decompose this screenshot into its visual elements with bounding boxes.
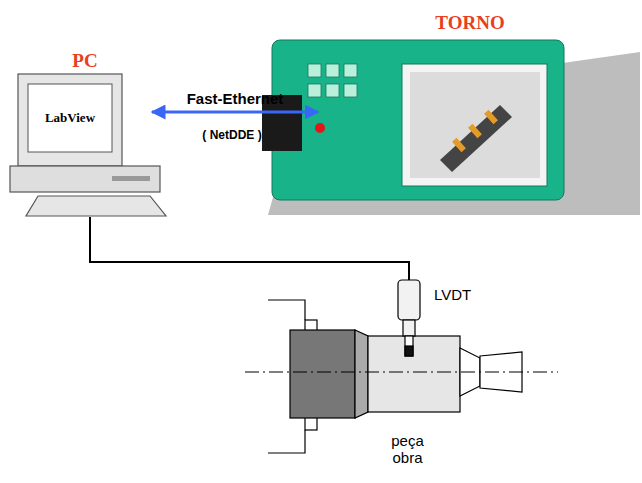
stop-button	[315, 123, 325, 133]
lvdt-node: LVDT	[398, 280, 420, 356]
node-label: peça obra	[382, 432, 434, 466]
network-link	[152, 111, 318, 114]
lathe-window	[402, 64, 547, 186]
node-label: LVDT	[434, 286, 471, 303]
lathe-node: TORNO	[318, 40, 640, 215]
node-label: PC	[72, 50, 97, 72]
lathe-chamber	[410, 72, 540, 178]
axis-line	[245, 371, 558, 372]
pc-computer	[10, 74, 166, 216]
edge-label: Fast-Ethernet	[187, 90, 284, 107]
sensor-cable	[90, 217, 409, 280]
chuck	[290, 330, 355, 418]
workpiece-node: peça obra	[355, 336, 460, 412]
lvdt-sensor	[398, 280, 420, 356]
workpiece-setup	[245, 300, 558, 453]
pc-node: PC LabView	[10, 40, 160, 235]
node-label: TORNO	[435, 12, 504, 34]
protocol-label: ( NetDDE )	[202, 128, 261, 142]
lathe-body	[272, 40, 564, 200]
panel-buttons	[308, 64, 357, 97]
tool-turret	[440, 105, 512, 172]
node-label: LabView	[45, 110, 95, 126]
